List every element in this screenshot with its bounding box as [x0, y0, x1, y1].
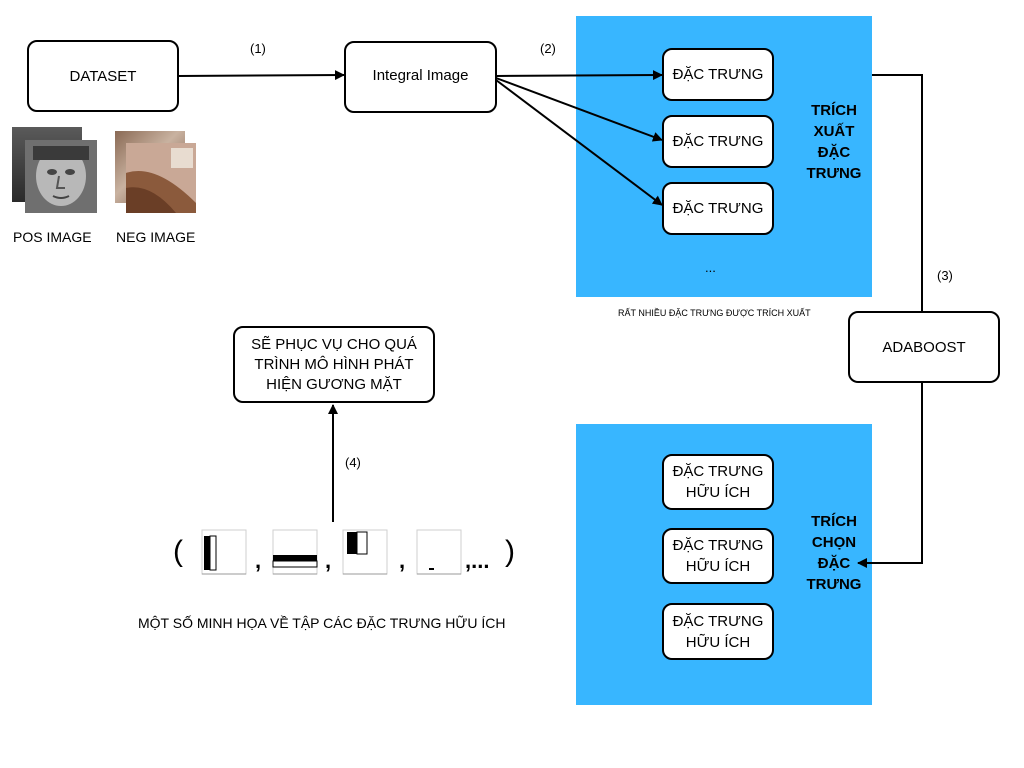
- line-extract-to-adaboost: [872, 74, 923, 312]
- adaboost-node: ADABOOST: [848, 311, 1000, 383]
- pos-image-label: POS IMAGE: [13, 229, 92, 245]
- neg-image-label: NEG IMAGE: [116, 229, 196, 245]
- pos-image-front: [25, 140, 97, 213]
- dataset-label: DATASET: [69, 67, 137, 85]
- comma-separator: ,: [325, 548, 332, 573]
- more-features-ellipsis: ...: [705, 260, 716, 275]
- select-panel-title: TRÍCH CHỌN ĐẶC TRƯNG: [806, 513, 862, 593]
- useful-feature-node-3: ĐẶC TRƯNG HỮU ÍCH: [662, 603, 774, 660]
- extract-caption: RẤT NHIỀU ĐẶC TRƯNG ĐƯỢC TRÍCH XUẤT: [618, 308, 811, 318]
- feature-label: ĐẶC TRƯNG: [672, 66, 764, 83]
- integral-image-label: Integral Image: [372, 67, 469, 84]
- ellipsis-separator: ,...: [465, 548, 490, 573]
- integral-image-node: Integral Image: [344, 41, 497, 113]
- purpose-node: SẼ PHỤC VỤ CHO QUÁ TRÌNH MÔ HÌNH PHÁT HI…: [233, 326, 435, 403]
- neg-image-front: [126, 143, 196, 213]
- examples-caption: MỘT SỐ MINH HỌA VỀ TẬP CÁC ĐẶC TRƯNG HỮU…: [138, 615, 506, 631]
- haar-feature-example-3: [342, 529, 388, 575]
- feature-node-2: ĐẶC TRƯNG: [662, 115, 774, 168]
- step-2-label: (2): [540, 41, 556, 56]
- open-paren: (: [173, 535, 183, 568]
- extract-panel-title: TRÍCH XUẤT ĐẶC TRƯNG: [806, 102, 862, 182]
- step-1-label: (1): [250, 41, 266, 56]
- haar-feature-example-2: [272, 529, 318, 575]
- dataset-node: DATASET: [27, 40, 179, 112]
- useful-feature-node-2: ĐẶC TRƯNG HỮU ÍCH: [662, 528, 774, 584]
- step-4-label: (4): [345, 455, 361, 470]
- comma-separator: ,: [399, 548, 406, 573]
- feature-label: ĐẶC TRƯNG: [672, 200, 764, 217]
- non-face-photo: [126, 143, 196, 213]
- adaboost-label: ADABOOST: [882, 338, 966, 356]
- close-paren: ): [505, 535, 515, 568]
- useful-feature-node-1: ĐẶC TRƯNG HỮU ÍCH: [662, 454, 774, 510]
- haar-feature-example-1: [201, 529, 247, 575]
- feature-label: ĐẶC TRƯNG: [672, 133, 764, 150]
- feature-node-3: ĐẶC TRƯNG: [662, 182, 774, 235]
- arrow-dataset-to-integral: [177, 70, 345, 81]
- step-3-label: (3): [937, 268, 953, 283]
- feature-node-1: ĐẶC TRƯNG: [662, 48, 774, 101]
- comma-separator: ,: [255, 548, 262, 573]
- haar-feature-example-4: [416, 529, 462, 575]
- face-photo: [25, 140, 97, 213]
